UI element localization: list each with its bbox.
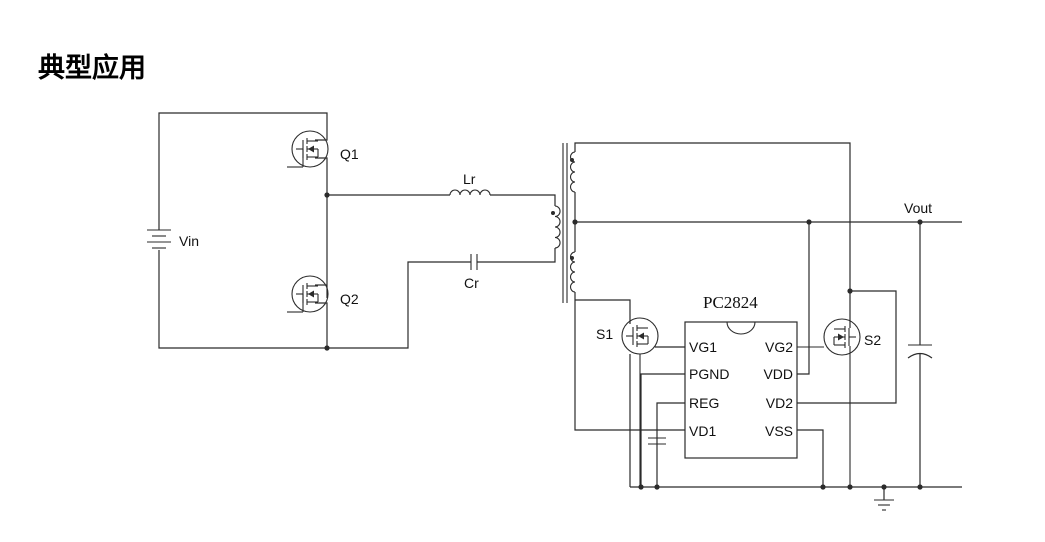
pin-pgnd: PGND bbox=[689, 366, 729, 382]
label-s1: S1 bbox=[596, 326, 613, 342]
pin-vd1: VD1 bbox=[689, 423, 716, 439]
pin-vg1: VG1 bbox=[689, 339, 717, 355]
pin-reg: REG bbox=[689, 395, 719, 411]
lr-inductor bbox=[327, 189, 556, 206]
label-vin: Vin bbox=[179, 233, 199, 249]
pin-vd2: VD2 bbox=[766, 395, 793, 411]
label-q1: Q1 bbox=[340, 146, 359, 162]
q2-mosfet bbox=[287, 275, 329, 348]
label-chip: PC2824 bbox=[703, 293, 758, 312]
label-q2: Q2 bbox=[340, 291, 359, 307]
pin-vdd: VDD bbox=[763, 366, 793, 382]
label-cr: Cr bbox=[464, 275, 479, 291]
pc2824-chip bbox=[684, 321, 798, 459]
label-vout: Vout bbox=[904, 200, 932, 216]
transformer-primary bbox=[551, 205, 561, 249]
vin-source bbox=[147, 112, 328, 349]
label-lr: Lr bbox=[463, 171, 476, 187]
pin-vss: VSS bbox=[765, 423, 793, 439]
s2-mosfet bbox=[797, 318, 861, 487]
ground-bus bbox=[629, 354, 962, 511]
transformer-secondary bbox=[570, 142, 962, 431]
s1-mosfet bbox=[621, 317, 685, 487]
output-capacitor bbox=[907, 222, 933, 487]
cr-capacitor bbox=[327, 248, 556, 349]
page-title: 典型应用 bbox=[38, 53, 146, 84]
label-s2: S2 bbox=[864, 332, 881, 348]
q1-mosfet bbox=[287, 130, 329, 298]
pin-vg2: VG2 bbox=[765, 339, 793, 355]
